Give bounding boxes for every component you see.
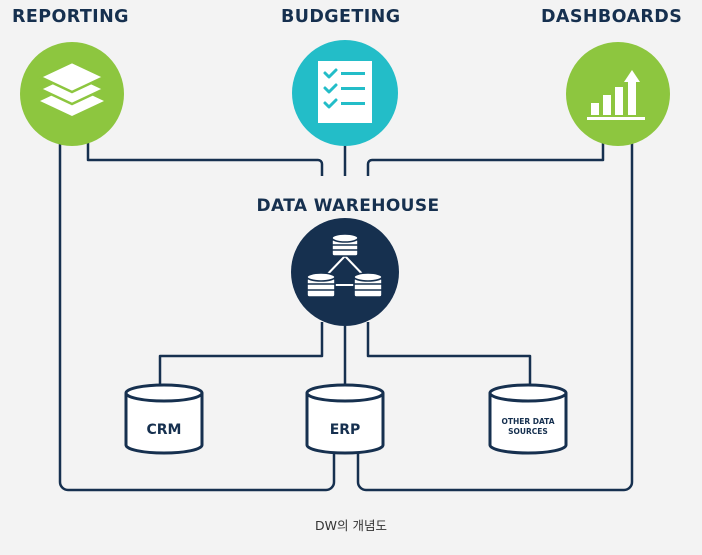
data-warehouse-circle [291,218,399,326]
crm-connector [158,322,324,384]
erp-cylinder-top [305,383,385,403]
other-sources-connector [366,322,532,384]
database-network-icon [306,233,383,298]
budgeting-heading: BUDGETING [281,7,401,27]
connector-lines [58,140,634,492]
dashboards-node [566,42,670,146]
other-sources-label-line1: OTHER DATA [501,417,554,426]
reporting-return-line [58,140,336,492]
figure-caption: DW의 개념도 [315,518,387,533]
erp-label: ERP [330,422,361,438]
other-data-sources-database: OTHER DATA SOURCES [488,383,568,455]
crm-cylinder-body [124,393,204,455]
erp-database: ERP [305,383,385,455]
crm-cylinder-top [124,383,204,403]
reporting-connector [86,140,324,176]
data-warehouse-title: DATA WAREHOUSE [256,196,439,216]
checklist-icon [318,61,372,123]
other-sources-label-line2: SOURCES [508,427,548,436]
dashboards-connector [366,140,605,176]
layers-icon [37,60,107,116]
dashboards-heading: DASHBOARDS [541,7,683,27]
dashboards-return-line [356,140,634,492]
erp-cylinder-body [305,393,385,455]
budgeting-node [292,40,398,146]
crm-label: CRM [147,422,182,438]
data-warehouse-node [291,218,399,326]
other-sources-cylinder-body [488,393,568,455]
reporting-node [20,42,124,146]
reporting-heading: REPORTING [12,7,129,27]
other-sources-cylinder-top [488,383,568,403]
bar-chart-arrow-icon [587,70,645,120]
crm-database: CRM [124,383,204,455]
